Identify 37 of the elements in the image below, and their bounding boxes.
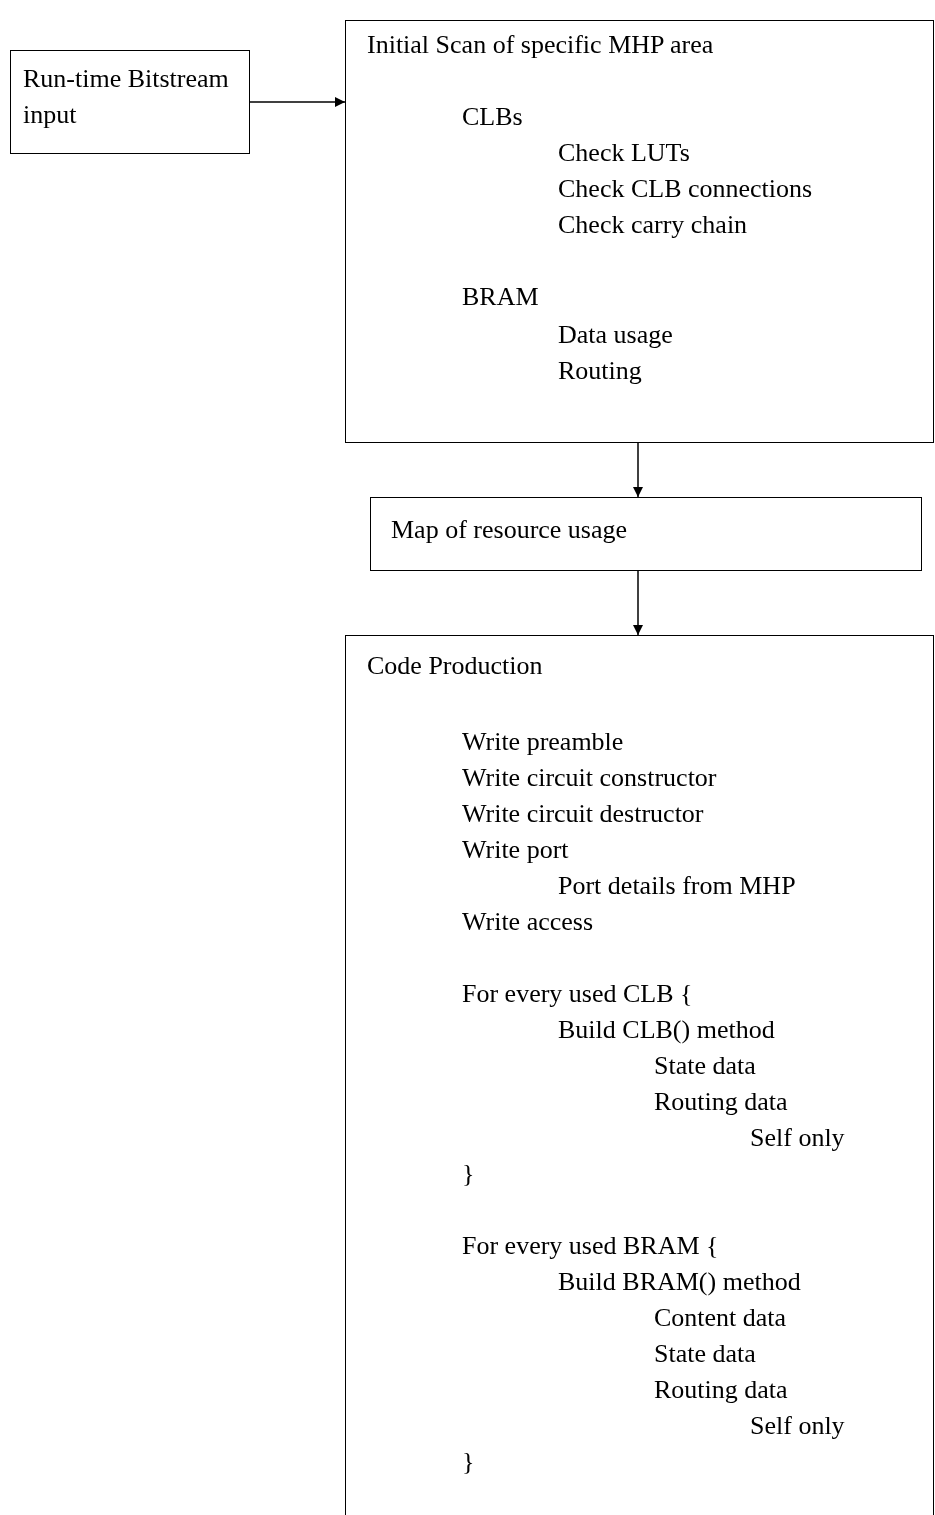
box-text: Write circuit destructor (462, 798, 704, 830)
box-text: Check CLB connections (558, 173, 813, 205)
box-heading: Initial Scan of specific MHP area (367, 29, 714, 61)
box-text: Port details from MHP (558, 870, 796, 902)
box-text: Map of resource usage (391, 514, 628, 546)
box-text: Self only (750, 1410, 845, 1442)
box-text: Run-time Bitstream input (23, 63, 230, 131)
box-text: Build BRAM() method (558, 1266, 801, 1298)
box-text: Write access (462, 906, 594, 938)
box-text: For every used BRAM { (462, 1230, 719, 1262)
box-text: } (462, 1446, 475, 1478)
box-text: State data (654, 1050, 756, 1082)
process-box (345, 635, 934, 1515)
process-box (10, 50, 250, 154)
box-text: Check carry chain (558, 209, 748, 241)
arrow (633, 442, 643, 498)
box-text: Routing (558, 355, 642, 387)
box-text: CLBs (462, 101, 523, 133)
box-text: Write port (462, 834, 569, 866)
box-text: Content data (654, 1302, 787, 1334)
arrow (633, 570, 643, 636)
box-text: Data usage (558, 319, 673, 351)
box-text: Routing data (654, 1374, 788, 1406)
box-text: Self only (750, 1122, 845, 1154)
box-text: } (462, 1158, 475, 1190)
box-heading: Code Production (367, 650, 543, 682)
box-text: For every used CLB { (462, 978, 693, 1010)
box-text: Build CLB() method (558, 1014, 775, 1046)
box-text: State data (654, 1338, 756, 1370)
box-text: Routing data (654, 1086, 788, 1118)
process-box (370, 497, 922, 571)
box-text: Write preamble (462, 726, 624, 758)
box-text: BRAM (462, 281, 539, 313)
box-text: Write circuit constructor (462, 762, 717, 794)
arrow (249, 97, 346, 107)
process-box (345, 20, 934, 443)
box-text: Check LUTs (558, 137, 690, 169)
